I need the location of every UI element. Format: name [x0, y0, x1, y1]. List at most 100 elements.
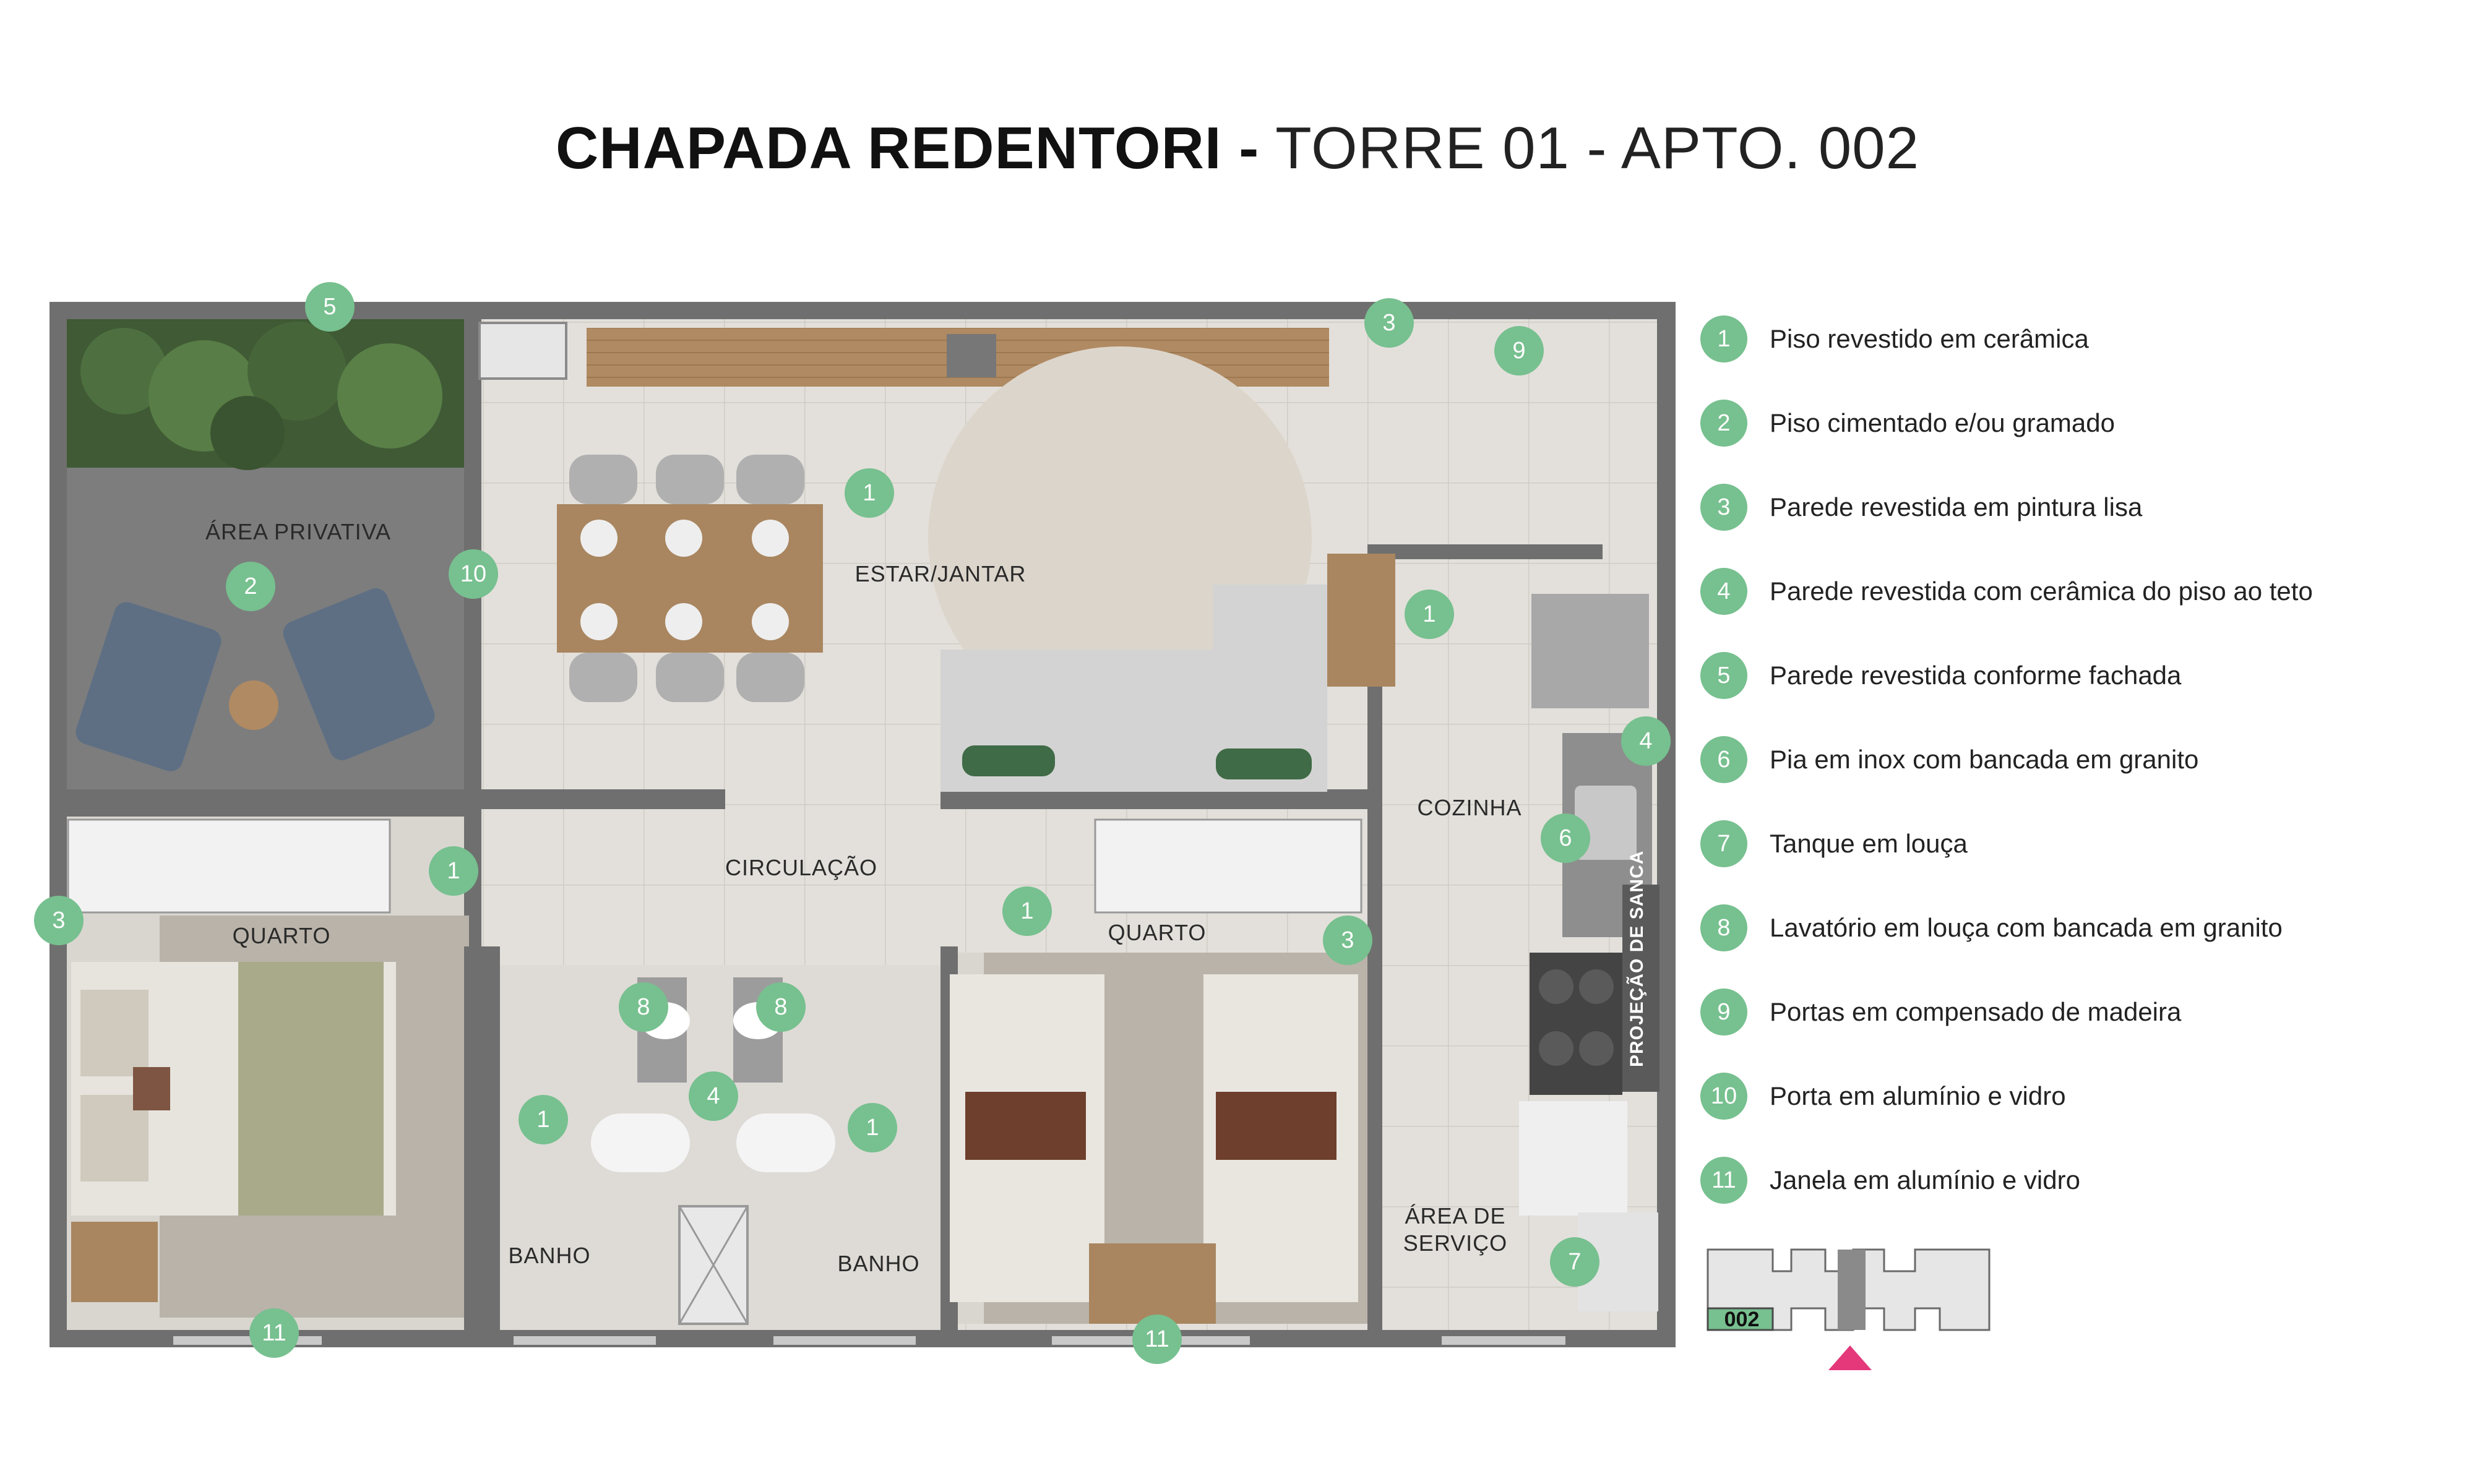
label-cozinha: COZINHA — [1418, 795, 1522, 820]
wardrobe-left — [67, 818, 391, 914]
svg-text:2: 2 — [244, 573, 257, 599]
legend-number-badge: 6 — [1700, 736, 1747, 783]
legend-text: Parede revestida conforme fachada — [1770, 661, 2182, 690]
svg-text:4: 4 — [707, 1083, 720, 1109]
svg-text:4: 4 — [1639, 728, 1652, 754]
unit-key-map: 002 — [1707, 1248, 1991, 1370]
marker-8-b: 8 — [756, 982, 806, 1032]
svg-text:1: 1 — [866, 1115, 879, 1141]
fridge — [1531, 594, 1649, 708]
marker-8-a: 8 — [619, 982, 668, 1032]
sofa — [940, 585, 1327, 792]
windows — [173, 1336, 1565, 1345]
svg-text:1: 1 — [863, 480, 876, 506]
legend-number-badge: 11 — [1700, 1157, 1747, 1204]
page-title-light: TORRE 01 - APTO. 002 — [1275, 115, 1920, 181]
bed-right-b — [1203, 974, 1358, 1302]
marker-7: 7 — [1550, 1237, 1599, 1287]
north-pointer-icon — [1828, 1345, 1872, 1370]
svg-text:10: 10 — [460, 561, 486, 587]
legend-number-badge: 9 — [1700, 989, 1747, 1036]
label-banho-left: BANHO — [508, 1243, 590, 1268]
nightstand-right — [1089, 1243, 1216, 1324]
dining-chairs — [569, 455, 804, 702]
page-title-bold: CHAPADA REDENTORI - — [555, 115, 1260, 181]
marker-10: 10 — [449, 549, 498, 599]
svg-text:1: 1 — [1423, 601, 1436, 627]
marker-1-estar: 1 — [845, 468, 894, 518]
label-projecao-sanca: PROJEÇÃO DE SANCA — [1626, 851, 1647, 1067]
label-quarto-right: QUARTO — [1108, 920, 1207, 945]
marker-1-circ-right: 1 — [1002, 886, 1052, 936]
svg-text:11: 11 — [262, 1320, 286, 1346]
svg-text:1: 1 — [1020, 898, 1033, 924]
marker-1-cozinha: 1 — [1405, 590, 1454, 639]
legend-number-badge: 5 — [1700, 652, 1747, 699]
legend-number-badge: 7 — [1700, 820, 1747, 867]
svg-text:1: 1 — [536, 1107, 549, 1133]
marker-4-cozinha: 4 — [1621, 716, 1671, 766]
legend-text: Piso revestido em cerâmica — [1770, 324, 2089, 353]
marker-2: 2 — [226, 562, 275, 611]
svg-text:9: 9 — [1512, 338, 1525, 364]
svg-text:8: 8 — [774, 994, 787, 1020]
marker-6: 6 — [1541, 813, 1590, 863]
toilet-left — [591, 1113, 690, 1172]
legend-number-badge: 10 — [1700, 1073, 1747, 1120]
marker-4-banho: 4 — [689, 1071, 738, 1121]
svg-text:3: 3 — [52, 907, 65, 933]
outdoor-chairs — [75, 588, 435, 771]
label-quarto-left: QUARTO — [233, 923, 331, 948]
marker-5: 5 — [305, 282, 355, 332]
legend-text: Piso cimentado e/ou gramado — [1770, 408, 2115, 437]
legend-number-badge: 4 — [1700, 568, 1747, 615]
legend-item-5: 5 Parede revestida conforme fachada — [1700, 633, 2461, 718]
svg-text:5: 5 — [323, 294, 336, 320]
legend-item-3: 3 Parede revestida em pintura lisa — [1700, 465, 2461, 549]
legend-item-7: 7 Tanque em louça — [1700, 802, 2461, 886]
label-estar-jantar: ESTAR/JANTAR — [855, 561, 1027, 586]
svg-text:1: 1 — [447, 858, 460, 884]
cooktop — [1530, 953, 1622, 1095]
marker-1-circ-left: 1 — [429, 846, 478, 896]
marker-1-banho-left: 1 — [519, 1095, 568, 1144]
marker-3-right: 3 — [1323, 916, 1372, 965]
label-area-servico-2: SERVIÇO — [1403, 1230, 1507, 1256]
legend-item-1: 1 Piso revestido em cerâmica — [1700, 297, 2461, 381]
garden-plants — [67, 319, 464, 470]
bed-left — [71, 962, 396, 1216]
unit-label: 002 — [1724, 1308, 1760, 1331]
side-table — [1327, 554, 1395, 687]
washing-machine — [1519, 1101, 1627, 1216]
legend-number-badge: 8 — [1700, 904, 1747, 951]
svg-text:3: 3 — [1382, 310, 1395, 336]
marker-11-left: 11 — [249, 1308, 299, 1358]
marker-3-left: 3 — [34, 896, 84, 945]
label-circulacao: CIRCULAÇÃO — [725, 855, 877, 880]
legend-text: Pia em inox com bancada em granito — [1770, 745, 2199, 774]
bed-right-a — [950, 974, 1104, 1302]
label-area-privativa: ÁREA PRIVATIVA — [205, 519, 391, 544]
label-area-servico-1: ÁREA DE — [1405, 1203, 1505, 1229]
svg-text:6: 6 — [1559, 825, 1572, 851]
sanca-projection — [1622, 885, 1659, 1092]
marker-1-banho-right: 1 — [848, 1103, 897, 1152]
marker-11-mid: 11 — [1132, 1315, 1182, 1364]
unit-highlight — [1707, 1307, 1774, 1331]
svg-text:3: 3 — [1341, 927, 1354, 953]
legend-number-badge: 1 — [1700, 315, 1747, 362]
legend-text: Lavatório em louça com bancada em granit… — [1770, 913, 2283, 942]
legend-number-badge: 3 — [1700, 484, 1747, 531]
svg-text:8: 8 — [637, 994, 650, 1020]
marker-9: 9 — [1494, 326, 1544, 375]
wardrobe-right — [1094, 818, 1362, 914]
legend-text: Tanque em louça — [1770, 829, 1968, 858]
legend-text: Parede revestida em pintura lisa — [1770, 492, 2143, 521]
